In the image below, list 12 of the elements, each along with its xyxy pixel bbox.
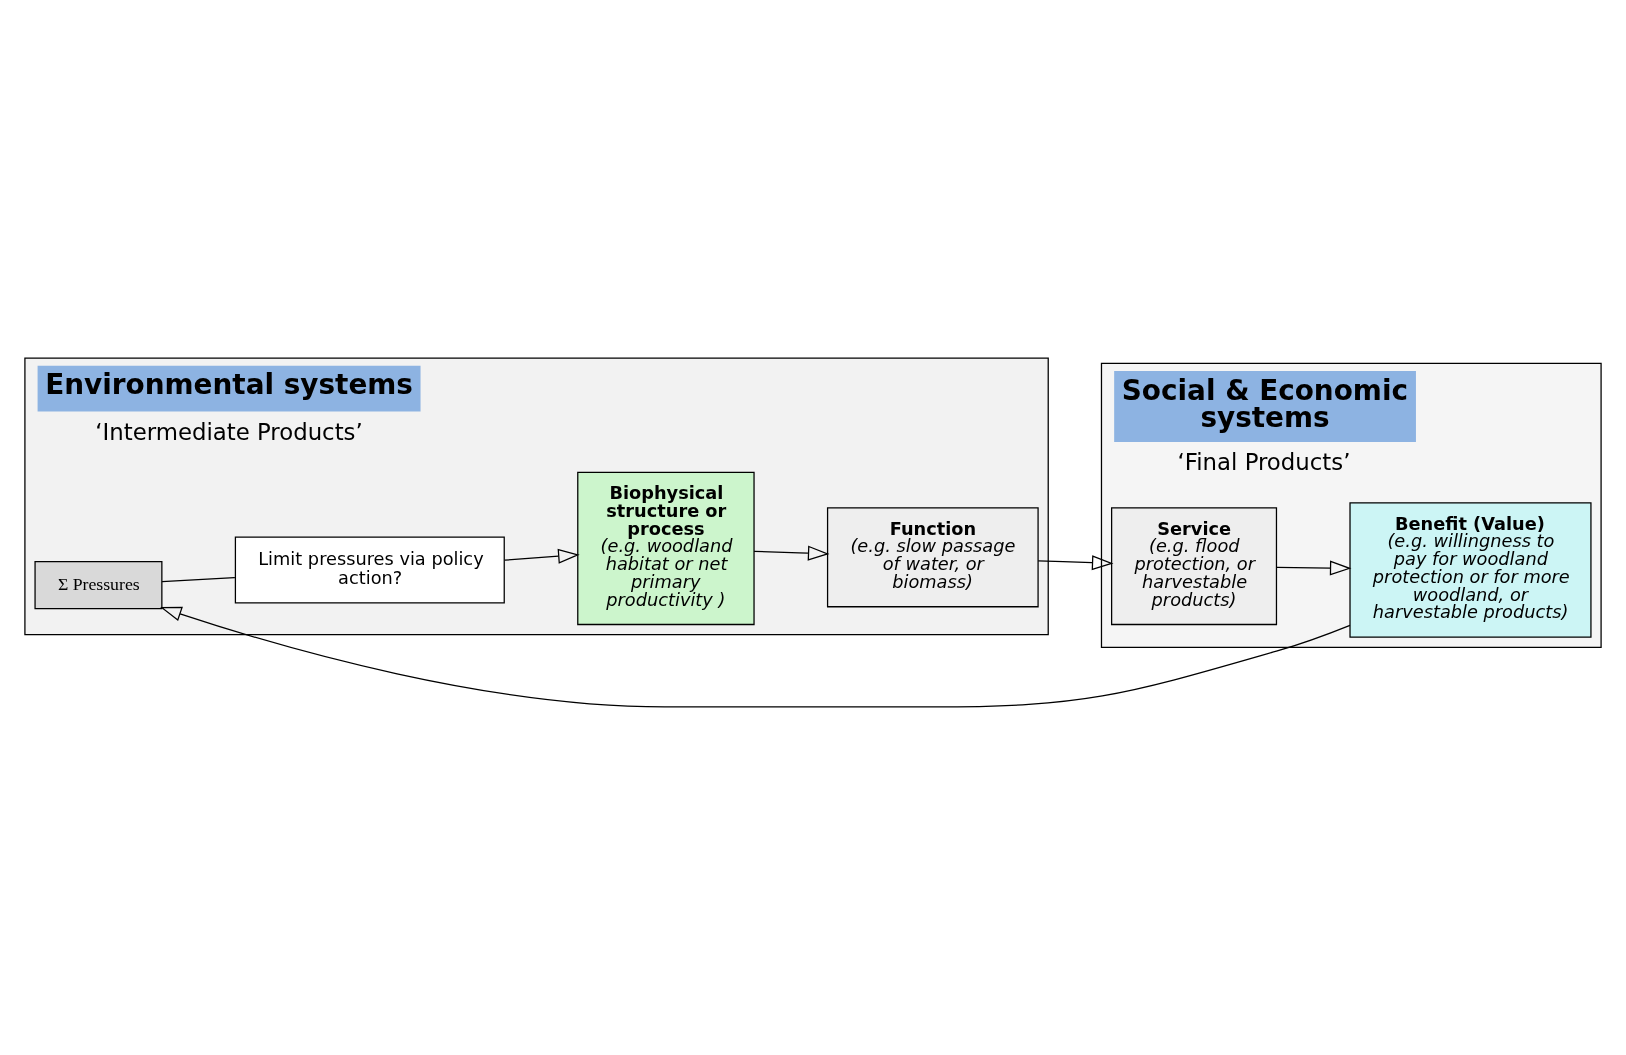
node-box: Service (e.g. flood protection, or harvestable products) <box>1111 507 1278 626</box>
node-box: Benefit (Value) (e.g. willingness to pay for woodland protection or for more woodland, or harvestable products) <box>1349 502 1592 638</box>
arrow <box>503 548 580 564</box>
arrow <box>160 606 1351 708</box>
node-box: Function (e.g. slow passage of water, or biomass) <box>826 507 1039 608</box>
arrow <box>1037 555 1114 571</box>
node-box: Biophysical structure or process (e.g. woodland habitat or net primary productivity ) <box>577 471 755 626</box>
node-box: Σ Pressures <box>34 561 163 610</box>
arrow <box>1276 560 1352 576</box>
connector <box>161 576 236 583</box>
arrow <box>753 545 830 561</box>
node-box: Limit pressures via policy action? <box>234 536 505 604</box>
